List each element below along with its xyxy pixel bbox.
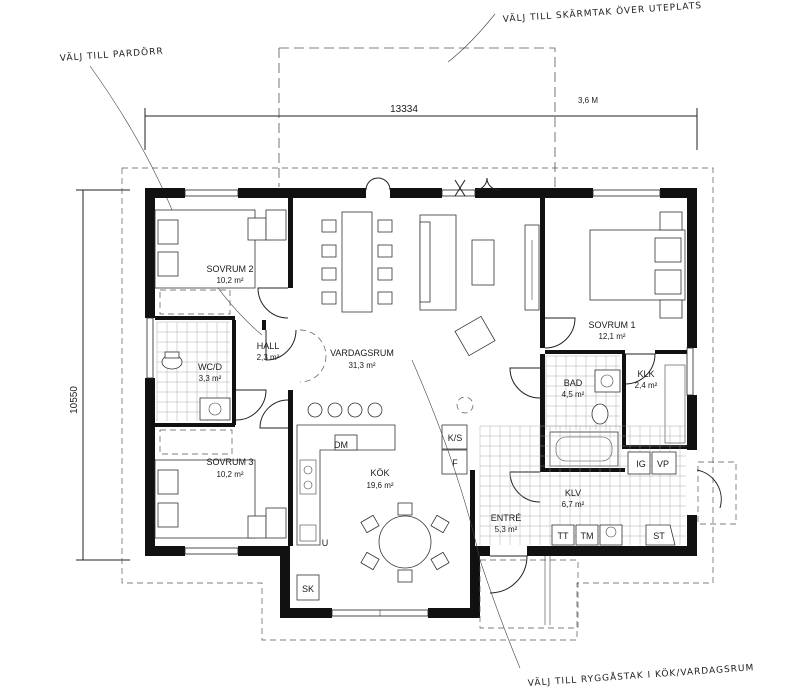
walk-in-closet-furniture xyxy=(664,364,686,444)
awning-depth-label: 3,6 M xyxy=(578,96,598,105)
vardagsrum-area: 31,3 m² xyxy=(348,361,375,370)
bedroom-2-furniture xyxy=(154,209,287,315)
sovrum3-area: 10,2 m² xyxy=(216,470,243,479)
patio-door-note: VÄLJ TILL PARDÖRR xyxy=(59,46,164,64)
exterior-walls xyxy=(145,188,697,618)
entre-name: ENTRÉ xyxy=(491,513,522,523)
width-dimension: 13334 xyxy=(390,104,418,115)
wc-name: WC/D xyxy=(198,362,222,372)
sovrum1-name: SOVRUM 1 xyxy=(588,320,635,330)
awning-note: VÄLJ TILL SKÄRMTAK ÖVER UTEPLATS xyxy=(502,0,702,25)
fixture-ks: K/S xyxy=(448,433,463,443)
fixture-u: U xyxy=(322,538,329,548)
fixture-tm: TM xyxy=(581,531,594,541)
bedroom-3-furniture xyxy=(154,429,287,539)
living-room-furniture xyxy=(307,211,540,418)
ridge-roof-leader xyxy=(411,359,521,669)
fixture-ig: IG xyxy=(636,459,646,469)
kok-area: 19,6 m² xyxy=(366,481,393,490)
fixture-dm: DM xyxy=(334,440,348,450)
hall-name: HALL xyxy=(257,341,280,351)
fixture-sk: SK xyxy=(302,584,314,594)
fixture-tt: TT xyxy=(558,531,569,541)
klv-name: KLV xyxy=(565,488,581,498)
bad-name: BAD xyxy=(564,378,583,388)
entry-laundry xyxy=(479,425,737,629)
ridge-roof-note: VÄLJ TILL RYGGÅSTAK I KÖK/VARDAGSRUM xyxy=(527,661,754,689)
doors xyxy=(235,287,656,594)
fixture-f: F xyxy=(452,458,458,468)
patio-door-leader xyxy=(89,65,263,336)
wc-area: 3,3 m² xyxy=(199,374,222,383)
left-windows xyxy=(146,317,694,617)
sovrum2-area: 10,2 m² xyxy=(216,276,243,285)
depth-dimension: 10550 xyxy=(69,386,80,414)
interior-walls xyxy=(155,198,687,546)
vardagsrum-name: VARDAGSRUM xyxy=(330,348,394,358)
sovrum2-name: SOVRUM 2 xyxy=(206,264,253,274)
bedroom-1-furniture xyxy=(589,211,686,319)
bathroom-furniture xyxy=(545,355,621,467)
entre-area: 5,3 m² xyxy=(495,525,518,534)
sovrum1-area: 12,1 m² xyxy=(598,332,625,341)
klk-area: 2,4 m² xyxy=(635,381,658,390)
klv-area: 6,7 m² xyxy=(562,500,585,509)
bad-area: 4,5 m² xyxy=(562,390,585,399)
awning-leader xyxy=(447,13,496,63)
kitchen-furniture xyxy=(296,424,468,601)
fixture-vp: VP xyxy=(657,459,669,469)
awning-outline xyxy=(278,47,556,187)
klk-name: KLK xyxy=(637,369,654,379)
wc-furniture xyxy=(156,321,231,421)
roof-outline xyxy=(121,167,714,641)
hall-area: 2,3 m² xyxy=(257,353,280,362)
fixture-st: ST xyxy=(653,531,665,541)
top-glazing xyxy=(184,177,661,197)
sovrum3-name: SOVRUM 3 xyxy=(206,457,253,467)
kok-name: KÖK xyxy=(370,468,389,478)
